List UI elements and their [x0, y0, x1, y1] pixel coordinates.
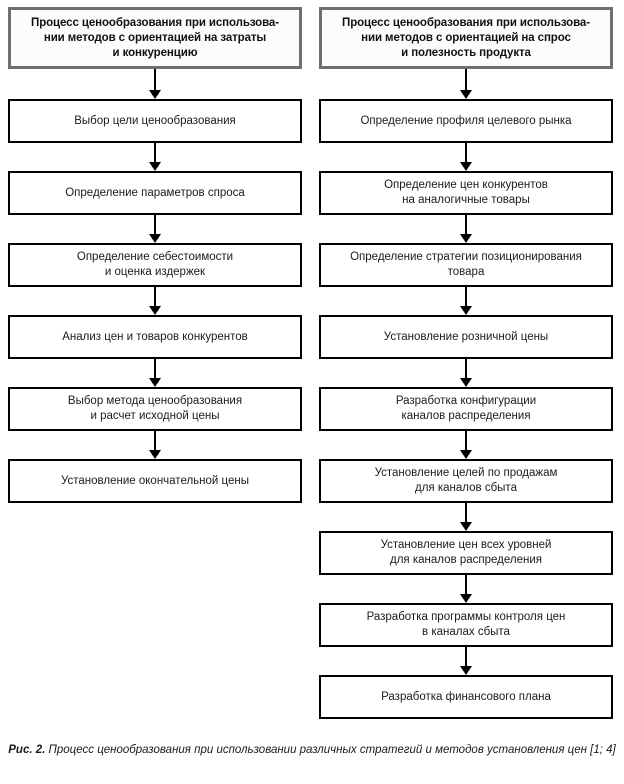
flow-arrow-left-1 [148, 143, 162, 171]
flow-arrow-left-2 [148, 215, 162, 243]
flow-step-label: Выбор метода ценообразования и расчет ис… [67, 395, 243, 422]
flow-step-label: Анализ цен и товаров конкурентов [62, 330, 248, 343]
flow-step-left-2: Определение параметров спроса [8, 171, 302, 215]
flow-step-label: Разработка программы контроля цен в кана… [366, 611, 566, 638]
flow-arrow-right-6 [459, 503, 473, 531]
flow-step-right-2: Определение цен конкурентов на аналогичн… [319, 171, 613, 215]
flow-step-right-1: Определение профиля целевого рынка [319, 99, 613, 143]
flow-header-label: Процесс ценообразования при использова- … [31, 16, 279, 59]
flow-arrow-right-4 [459, 359, 473, 387]
flow-step-right-7: Установление цен всех уровней для канало… [319, 531, 613, 575]
flow-step-right-3: Определение стратегии позиционирования т… [319, 243, 613, 287]
flow-column-demand-utility: Процесс ценообразования при использова- … [319, 0, 623, 740]
flow-arrow-left-4 [148, 359, 162, 387]
flow-step-label: Разработка конфигурации каналов распреде… [395, 395, 537, 422]
flow-step-right-6: Установление целей по продажам для канал… [319, 459, 613, 503]
flow-arrow-left-5 [148, 431, 162, 459]
flow-step-left-4: Анализ цен и товаров конкурентов [8, 315, 302, 359]
flow-step-right-4: Установление розничной цены [319, 315, 613, 359]
flow-step-label: Определение параметров спроса [65, 186, 245, 199]
flow-header-cost-competition: Процесс ценообразования при использова- … [8, 7, 302, 69]
flow-step-right-8: Разработка программы контроля цен в кана… [319, 603, 613, 647]
flow-step-label: Установление розничной цены [383, 330, 549, 343]
flow-arrow-left-0 [148, 69, 162, 99]
figure-caption: Рис. 2. Процесс ценообразования при испо… [0, 742, 624, 758]
flow-step-label: Определение цен конкурентов на аналогичн… [384, 179, 548, 206]
flow-step-left-5: Выбор метода ценообразования и расчет ис… [8, 387, 302, 431]
flow-step-left-6: Установление окончательной цены [8, 459, 302, 503]
figure-caption-text: Процесс ценообразования при использовани… [48, 744, 616, 756]
flow-step-label: Выбор цели ценообразования [74, 114, 236, 127]
flow-step-label: Установление окончательной цены [60, 474, 249, 487]
flow-step-left-1: Выбор цели ценообразования [8, 99, 302, 143]
flow-step-right-9: Разработка финансового плана [319, 675, 613, 719]
flow-header-label: Процесс ценообразования при использова- … [342, 16, 590, 59]
flow-arrow-right-1 [459, 143, 473, 171]
flow-step-label: Установление цен всех уровней для канало… [380, 539, 552, 566]
flow-step-left-3: Определение себестоимости и оценка издер… [8, 243, 302, 287]
flow-column-cost-competition: Процесс ценообразования при использова- … [8, 0, 312, 740]
flow-step-label: Установление целей по продажам для канал… [374, 467, 558, 494]
flow-step-label: Разработка финансового плана [381, 690, 551, 703]
flow-arrow-right-3 [459, 287, 473, 315]
flow-step-right-5: Разработка конфигурации каналов распреде… [319, 387, 613, 431]
flow-header-demand-utility: Процесс ценообразования при использова- … [319, 7, 613, 69]
figure-number: Рис. 2. [8, 744, 46, 756]
flow-step-label: Определение профиля целевого рынка [360, 114, 572, 127]
flow-step-label: Определение стратегии позиционирования т… [350, 251, 582, 278]
flow-arrow-left-3 [148, 287, 162, 315]
flow-arrow-right-2 [459, 215, 473, 243]
flow-arrow-right-5 [459, 431, 473, 459]
flow-arrow-right-8 [459, 647, 473, 675]
flow-arrow-right-7 [459, 575, 473, 603]
flow-step-label: Определение себестоимости и оценка издер… [76, 251, 234, 278]
flow-arrow-right-0 [459, 69, 473, 99]
